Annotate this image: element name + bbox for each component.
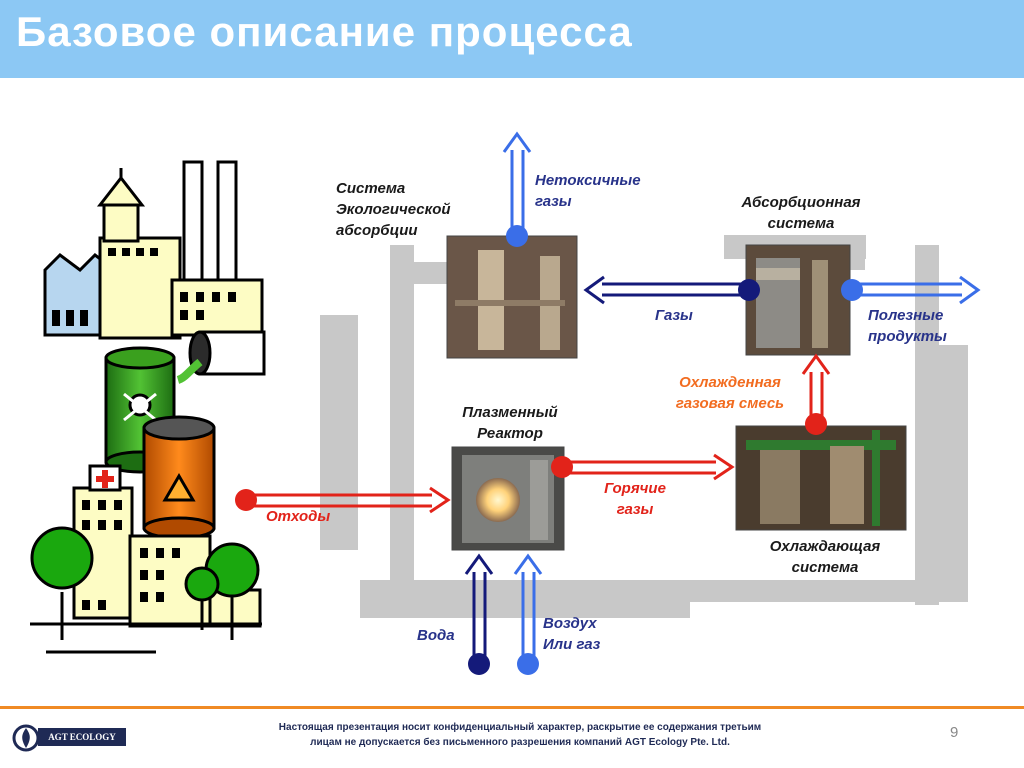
- node-water: [468, 653, 490, 675]
- node-waste: [235, 489, 257, 511]
- logo-text: AGT ECOLOGY: [38, 728, 126, 746]
- absorption-system-photo: [745, 244, 851, 356]
- label-water: Вода: [417, 627, 455, 644]
- node-hot: [551, 456, 573, 478]
- footer-disclaimer: Настоящая презентация носит конфиденциал…: [278, 722, 762, 748]
- node-gases: [738, 279, 760, 301]
- absorption-photo: [446, 235, 578, 359]
- arrow-hot-gases: [562, 453, 735, 481]
- pipe-icon: [176, 330, 266, 384]
- tree-icon: [30, 526, 262, 640]
- label-nontoxic-gases: Нетоксичные газы: [535, 172, 641, 210]
- label-absorption-system: Абсорбционная система: [741, 194, 861, 232]
- page-number: 9: [950, 724, 959, 741]
- plasma-reactor-photo: [451, 446, 565, 551]
- arrow-gases: [583, 275, 748, 305]
- node-air: [517, 653, 539, 675]
- label-waste: Отходы: [266, 508, 331, 525]
- biohazard-barrel-icon: [142, 415, 216, 540]
- arrow-waste: [246, 486, 451, 514]
- label-gases: Газы: [655, 307, 693, 324]
- hospital-windows: [82, 500, 180, 610]
- node-cooled: [805, 413, 827, 435]
- arrow-useful-products: [852, 275, 981, 305]
- arrow-nontoxic-gases: [502, 131, 532, 236]
- label-hot-gases: Горячие газы: [604, 480, 666, 518]
- node-useful: [841, 279, 863, 301]
- factory-windows: [52, 248, 236, 326]
- footer-divider: [0, 706, 1024, 709]
- node-nontoxic: [506, 225, 528, 247]
- page-title: Базовое описание процесса: [16, 8, 633, 55]
- label-useful-products: Полезные продукты: [868, 307, 947, 345]
- label-air-or-gas: Воздух Или газ: [543, 615, 601, 653]
- label-ecological-absorption: Система Экологической абсорбции: [336, 180, 451, 239]
- cooling-system-photo: [735, 425, 907, 531]
- label-plasma-reactor: Плазменный Реактор: [462, 404, 558, 442]
- label-cooled-gas-mix: Охлажденная газовая смесь: [675, 374, 785, 412]
- title-bar: Базовое описание процесса: [0, 0, 1024, 78]
- arrow-water: [464, 553, 494, 664]
- label-cooling-system: Охлаждающая система: [769, 538, 881, 576]
- company-logo: AGT ECOLOGY: [12, 722, 128, 754]
- factory-icon: [43, 160, 264, 340]
- arrow-air: [513, 553, 543, 664]
